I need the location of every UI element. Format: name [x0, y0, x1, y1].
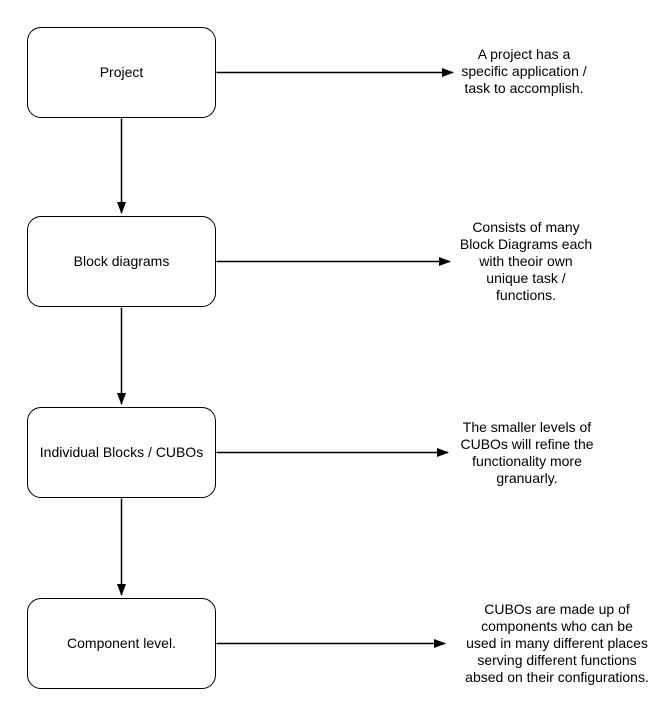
- node-block-diagrams-label: Block diagrams: [73, 253, 170, 269]
- annotation-component-level: CUBOs are made up of components who can …: [465, 601, 649, 685]
- node-component-level-label: Component level.: [67, 635, 176, 651]
- node-project-label: Project: [99, 64, 144, 80]
- node-block-diagrams: Block diagrams: [27, 216, 216, 307]
- node-individual-blocks-label: Individual Blocks / CUBOs: [39, 444, 204, 460]
- node-individual-blocks: Individual Blocks / CUBOs: [27, 407, 216, 498]
- node-component-level: Component level.: [27, 598, 216, 689]
- annotation-project: A project has a specific application / t…: [461, 46, 587, 96]
- node-project: Project: [27, 27, 216, 118]
- annotation-block-diagrams: Consists of many Block Diagrams each wit…: [459, 219, 593, 303]
- annotation-individual-blocks: The smaller levels of CUBOs will refine …: [460, 419, 594, 486]
